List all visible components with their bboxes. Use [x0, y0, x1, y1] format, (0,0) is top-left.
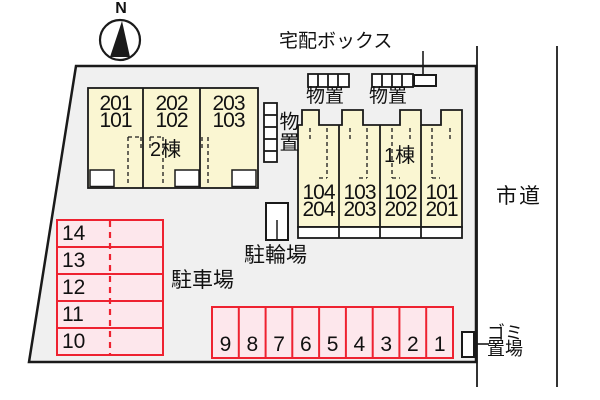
room-number: 201 [425, 198, 458, 221]
parking-stall-number: 4 [353, 333, 366, 356]
building-1-name: 1棟 [384, 145, 416, 167]
building-2 [87, 87, 259, 189]
room-number: 104 [302, 181, 335, 204]
garbage-label-line1: ゴミ [487, 323, 523, 343]
room-number: 203 [212, 92, 245, 115]
parking-bottom-grid [211, 306, 454, 359]
parking-stall-number: 6 [299, 333, 312, 356]
building1-unit-1: 104 204 [298, 181, 339, 221]
building-1 [297, 109, 463, 239]
parking-stall-number: 3 [380, 333, 393, 356]
bike-parking [265, 202, 289, 241]
building1-unit-3: 102 202 [380, 181, 421, 221]
room-number: 101 [99, 109, 132, 132]
building1-unit-4: 101 201 [421, 181, 462, 221]
building-2-name: 2棟 [150, 139, 182, 161]
parking-stall-number: 5 [326, 333, 339, 356]
delivery-box-label: 宅配ボックス [279, 31, 393, 52]
storage-label-1: 物置 [306, 86, 345, 107]
parking-stall-number: 11 [62, 303, 84, 326]
road-label: 市道 [496, 185, 542, 208]
garbage-label-line2: 置場 [487, 339, 523, 359]
building2-unit-1: 201 101 [88, 92, 143, 132]
room-number: 102 [155, 109, 188, 132]
building1-unit-2: 103 203 [339, 181, 380, 221]
storage-label-vertical: 物置 [276, 111, 298, 153]
parking-stall-number: 13 [62, 249, 86, 272]
parking-stall-number: 10 [62, 330, 86, 353]
storage-row-2 [371, 73, 414, 88]
storage-label-2: 物置 [369, 86, 408, 107]
parking-stall-number: 8 [246, 333, 259, 356]
compass-north-label: N [115, 0, 127, 17]
compass-icon [98, 18, 142, 62]
storage-column [263, 102, 278, 163]
room-number: 202 [155, 92, 188, 115]
room-number: 201 [99, 92, 132, 115]
room-number: 103 [212, 109, 245, 132]
car-parking-label: 駐車場 [171, 269, 234, 292]
room-number: 202 [384, 198, 417, 221]
building2-unit-2: 202 102 [144, 92, 199, 132]
parking-stall-number: 12 [62, 276, 86, 299]
bike-parking-label: 駐輪場 [244, 244, 307, 267]
parking-stall-number: 1 [433, 333, 446, 356]
room-number: 102 [384, 181, 417, 204]
room-number: 203 [343, 198, 376, 221]
parking-stall-number: 7 [273, 333, 285, 356]
room-number: 101 [425, 181, 458, 204]
room-number: 204 [302, 198, 335, 221]
storage-row-1 [307, 73, 350, 88]
garbage-label: ゴミ 置場 [487, 323, 523, 359]
parking-stall-number: 14 [62, 222, 86, 245]
building2-unit-3: 203 103 [201, 92, 256, 132]
parking-stall-number: 9 [219, 333, 232, 356]
parking-stall-number: 2 [407, 333, 419, 356]
parking-left-grid [56, 219, 164, 356]
room-number: 103 [343, 181, 376, 204]
delivery-box [413, 51, 437, 87]
garbage-area [461, 331, 489, 358]
